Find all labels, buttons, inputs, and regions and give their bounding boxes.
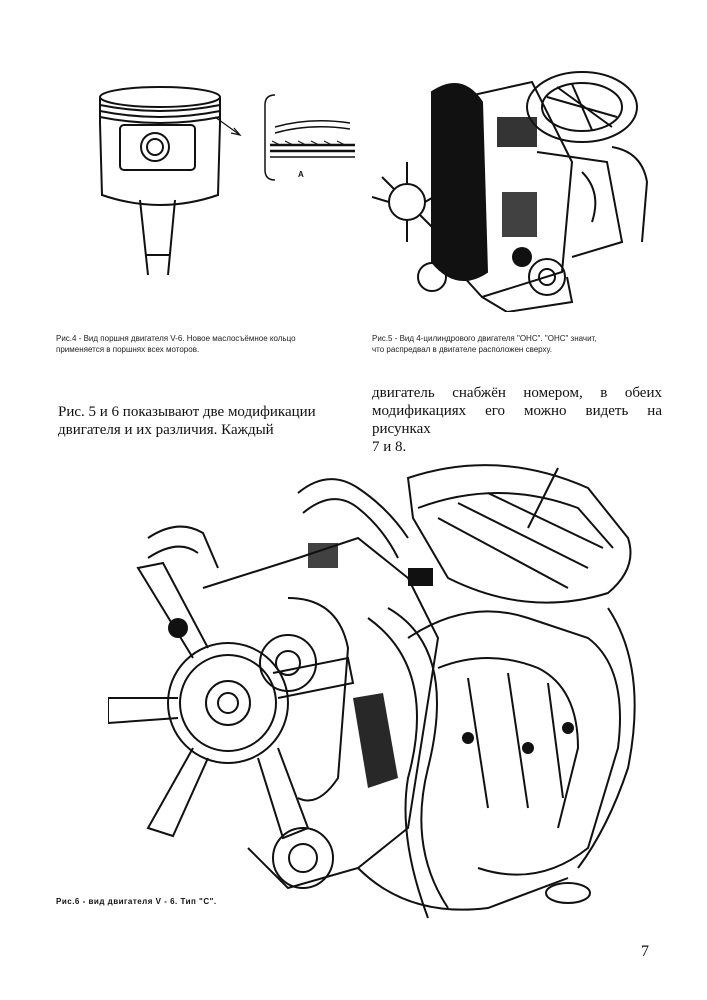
body-text-right-line-1: двигатель снабжён номером, в обеих xyxy=(372,385,662,401)
figure-6-v6-engine-illustration xyxy=(108,448,648,933)
body-text-right-line-2: модификациях его можно видеть на рисунка… xyxy=(372,403,662,437)
figure-4-caption-line-1: Рис.4 - Вид поршня двигателя V-6. Новое … xyxy=(56,334,296,343)
ohc-engine-drawing xyxy=(372,71,649,312)
figure-4-piston-illustration: A xyxy=(80,75,370,300)
figure-4-caption-line-2: применяется в поршнях всех моторов. xyxy=(56,345,200,354)
page-number: 7 xyxy=(641,943,649,960)
figure-5-ohc-engine-illustration xyxy=(372,42,662,312)
body-text-left-line-1: Рис. 5 и 6 показывают две модификации xyxy=(58,404,316,420)
body-text-left-column: Рис. 5 и 6 показывают две модификации дв… xyxy=(58,403,316,439)
v6-engine-drawing xyxy=(108,464,636,919)
piston-drawing xyxy=(99,86,355,276)
figure-4-caption: Рис.4 - Вид поршня двигателя V-6. Новое … xyxy=(56,333,356,355)
figure-6-caption: Рис.6 - вид двигателя V - 6. Тип "С". xyxy=(56,897,217,906)
figure-5-caption: Рис.5 - Вид 4-цилиндрового двигателя "OH… xyxy=(372,333,672,355)
body-text-left-line-2: двигателя и их различия. Каждый xyxy=(58,422,274,438)
body-text-right-column: двигатель снабжён номером, в обеих модиф… xyxy=(372,384,662,456)
ring-detail-label: A xyxy=(298,170,304,179)
body-text-right-line-3: 7 и 8. xyxy=(372,439,407,455)
figure-5-caption-line-2: что распредвал в двигателе расположен св… xyxy=(372,345,552,354)
figure-5-caption-line-1: Рис.5 - Вид 4-цилиндрового двигателя "OH… xyxy=(372,334,597,343)
